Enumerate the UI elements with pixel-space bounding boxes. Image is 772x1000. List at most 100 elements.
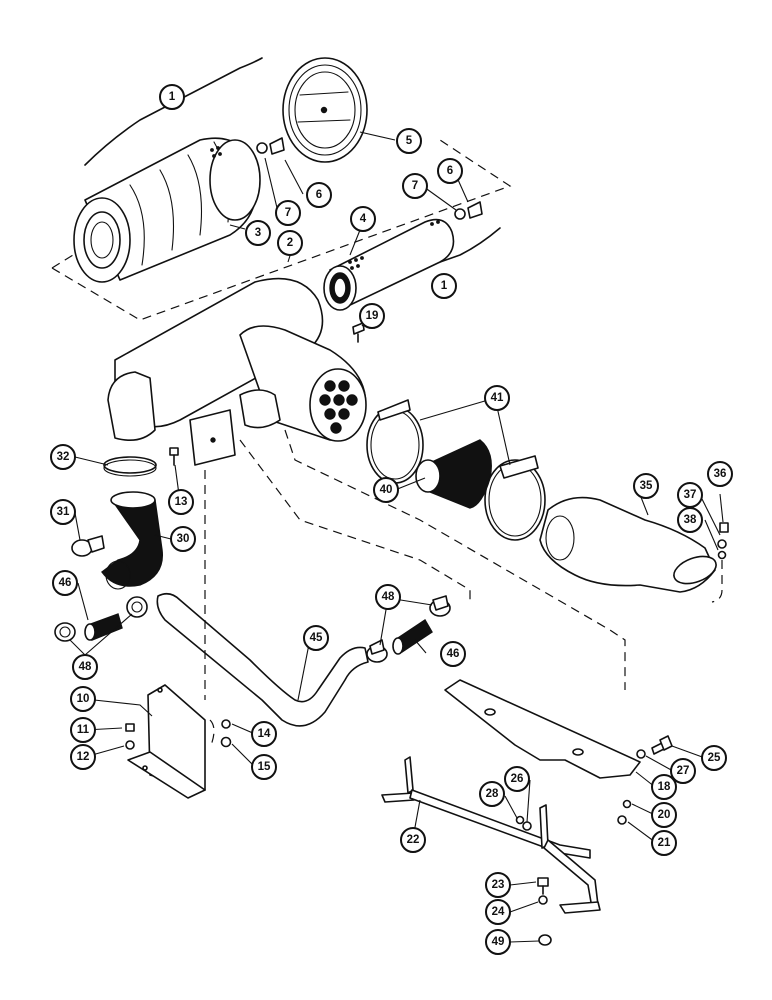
svg-text:48: 48	[382, 591, 395, 603]
washer-24	[538, 895, 548, 905]
svg-text:35: 35	[640, 480, 653, 492]
screw-13	[169, 447, 179, 466]
svg-text:13: 13	[175, 496, 188, 508]
svg-text:37: 37	[684, 489, 697, 501]
callout-7-top: 7	[275, 200, 301, 226]
svg-text:26: 26	[511, 773, 524, 785]
svg-text:32: 32	[57, 451, 70, 463]
wing-nut-right	[454, 201, 483, 220]
callout-21: 21	[651, 830, 677, 856]
callout-6-right: 6	[437, 158, 463, 184]
screw-11	[125, 723, 135, 732]
callout-36: 36	[707, 461, 733, 487]
svg-text:2: 2	[287, 237, 293, 249]
precleaner-tubes	[319, 380, 358, 434]
hose-clamp-48-left	[54, 622, 76, 642]
callout-5: 5	[396, 128, 422, 154]
hose-clamp-32	[103, 456, 157, 477]
long-hose-45	[156, 592, 369, 727]
callout-41: 41	[484, 385, 510, 411]
nut-21	[617, 815, 627, 825]
svg-text:27: 27	[677, 765, 690, 777]
secondary-filter-element	[323, 218, 455, 311]
svg-text:20: 20	[658, 809, 671, 821]
svg-text:5: 5	[406, 135, 413, 147]
washer-26	[522, 821, 532, 831]
bolt-23	[537, 877, 549, 895]
callout-26: 26	[504, 766, 530, 792]
svg-text:48: 48	[79, 661, 92, 673]
callout-30: 30	[170, 526, 196, 552]
svg-text:10: 10	[77, 693, 90, 705]
bolt-path-14	[209, 719, 215, 749]
nut-28	[515, 815, 525, 825]
callout-49: 49	[485, 929, 511, 955]
callout-18: 18	[651, 774, 677, 800]
callout-2: 2	[277, 230, 303, 256]
hose-clamp-48-right-b	[429, 595, 451, 617]
callout-25: 25	[701, 745, 727, 771]
svg-text:7: 7	[412, 180, 418, 192]
kit-bracket-1-bottom	[354, 227, 501, 293]
svg-text:19: 19	[366, 310, 379, 322]
short-hose-46-left	[84, 613, 123, 641]
support-bar-22	[381, 756, 601, 914]
svg-text:6: 6	[447, 165, 453, 177]
svg-text:24: 24	[492, 906, 505, 918]
callout-27: 27	[670, 758, 696, 784]
primary-filter-element	[73, 137, 261, 283]
hose-clamp-41-upper	[366, 399, 424, 484]
svg-text:40: 40	[380, 484, 393, 496]
callout-28: 28	[479, 781, 505, 807]
callout-35: 35	[633, 473, 659, 499]
callout-22: 22	[400, 827, 426, 853]
hose-clamp-41-lower	[484, 455, 546, 541]
svg-text:23: 23	[492, 879, 505, 891]
mounting-plate-18	[444, 679, 641, 779]
callout-48-right: 48	[375, 584, 401, 610]
callout-23: 23	[485, 872, 511, 898]
callout-46-right: 46	[440, 641, 466, 667]
callout-1-top: 1	[159, 84, 185, 110]
washer-27	[636, 749, 646, 759]
callout-7-right: 7	[402, 173, 428, 199]
nut-49	[538, 934, 552, 946]
screw-36-37-38	[717, 522, 729, 560]
callout-14: 14	[251, 721, 277, 747]
short-hose-46-right	[392, 619, 433, 655]
callout-19: 19	[359, 303, 385, 329]
elbow-hose-30	[101, 491, 164, 590]
mounting-bracket-10	[127, 684, 206, 799]
leader-lines	[69, 131, 724, 943]
svg-text:15: 15	[258, 761, 271, 773]
svg-text:36: 36	[714, 468, 727, 480]
svg-text:38: 38	[684, 514, 697, 526]
svg-text:28: 28	[486, 788, 499, 800]
callout-31: 31	[50, 499, 76, 525]
callout-11: 11	[70, 717, 96, 743]
svg-text:49: 49	[492, 936, 505, 948]
callout-40: 40	[373, 477, 399, 503]
bolt-25	[651, 735, 673, 755]
svg-text:12: 12	[77, 751, 90, 763]
callout-12: 12	[70, 744, 96, 770]
callout-48-left: 48	[72, 654, 98, 680]
callout-6-top: 6	[306, 182, 332, 208]
hose-fitting-left	[126, 596, 148, 618]
outlet-duct-35	[539, 496, 717, 593]
screw-19	[352, 322, 365, 343]
callout-45: 45	[303, 625, 329, 651]
rubber-sleeve-40	[415, 439, 492, 509]
nut-15	[220, 736, 232, 748]
fastener-path-36	[711, 560, 723, 603]
svg-text:1: 1	[441, 280, 448, 292]
callout-15: 15	[251, 754, 277, 780]
svg-text:25: 25	[708, 752, 721, 764]
svg-text:22: 22	[407, 834, 420, 846]
svg-text:6: 6	[316, 189, 322, 201]
svg-text:18: 18	[658, 781, 671, 793]
svg-text:21: 21	[658, 837, 671, 849]
svg-text:31: 31	[57, 506, 70, 518]
filter-group-outline	[51, 139, 512, 321]
